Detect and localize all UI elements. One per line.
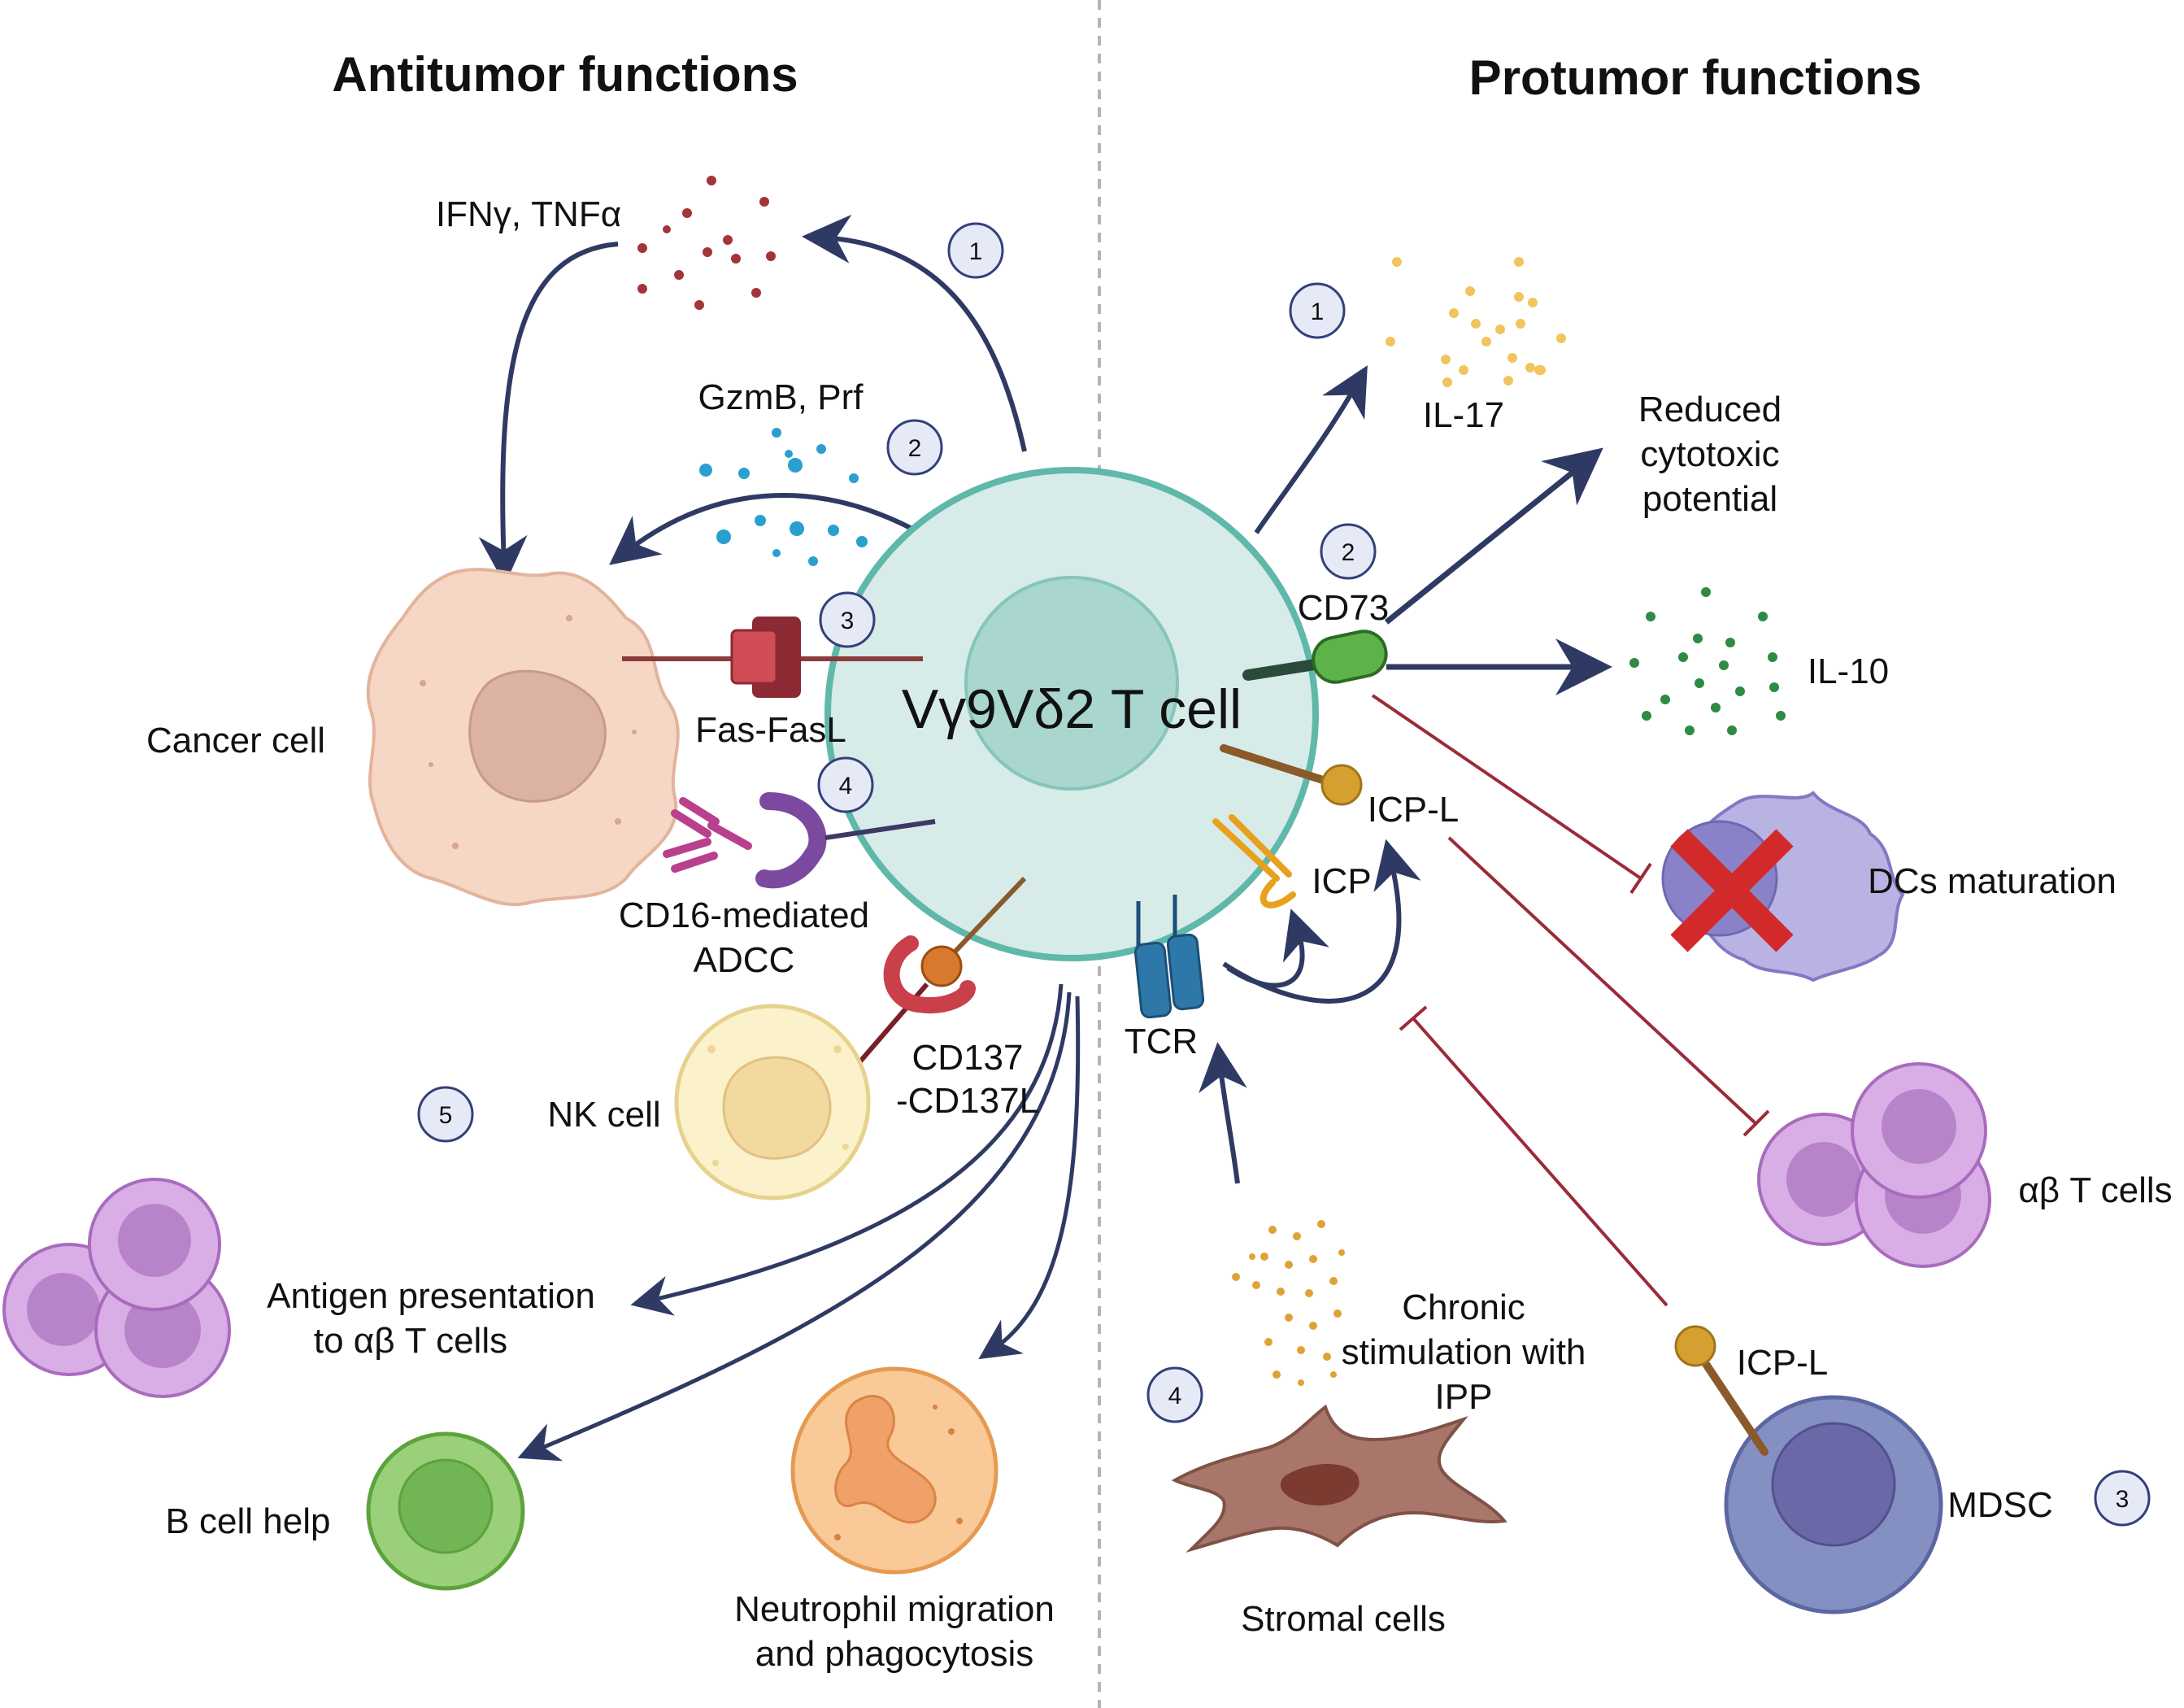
cd16-antibody xyxy=(663,797,752,873)
chronic-label-2: stimulation with xyxy=(1342,1332,1586,1372)
stromal-label: Stromal cells xyxy=(1241,1599,1446,1639)
neutrophil xyxy=(790,1366,998,1575)
tcr-receptor xyxy=(1133,895,1205,1019)
b-cell xyxy=(366,1431,525,1591)
svg-text:3: 3 xyxy=(2116,1486,2130,1513)
antigen-label-2: to αβ T cells xyxy=(314,1321,507,1361)
inhibit-to-dcs xyxy=(1371,694,1652,895)
cd137-label-2: -CD137L xyxy=(896,1081,1039,1121)
cytokine-dots xyxy=(637,176,776,310)
granzymes-label: GzmB, Prf xyxy=(698,377,864,417)
svg-text:4: 4 xyxy=(1168,1383,1182,1410)
stromal-cell xyxy=(1171,1404,1507,1553)
icp-label: ICP xyxy=(1312,861,1371,901)
badge-anti-4: 4 xyxy=(817,756,874,813)
cancer-cell xyxy=(366,568,680,906)
arrow-to-reduced-cytotoxic xyxy=(1384,447,1603,625)
icp-l-top xyxy=(1220,744,1363,806)
arrow-cytokines-to-cancer xyxy=(478,242,619,585)
svg-text:1: 1 xyxy=(1311,298,1325,325)
inhibit-mdsc-to-tcell xyxy=(1399,1005,1668,1307)
arrow-tcr-to-icpl xyxy=(1222,839,1421,1004)
badge-pro-1: 1 xyxy=(1289,282,1346,339)
badge-pro-3: 3 xyxy=(2094,1470,2151,1527)
nk-cell-label: NK cell xyxy=(547,1095,660,1135)
badge-anti-1: 1 xyxy=(947,222,1004,279)
t-cell-label: Vγ9Vδ2 T cell xyxy=(902,678,1242,740)
dcs-label: DCs maturation xyxy=(1868,861,2117,901)
cd16-receptor xyxy=(755,792,936,889)
arrow-to-antigen xyxy=(630,983,1064,1316)
cd73-label: CD73 xyxy=(1298,588,1390,628)
protumor-title: Protumor functions xyxy=(1469,50,1922,105)
ipp-dots xyxy=(1232,1220,1345,1386)
svg-text:2: 2 xyxy=(1342,539,1355,566)
t-cell: Vγ9Vδ2 T cell xyxy=(824,467,1319,961)
icp-l-bottom-label: ICP-L xyxy=(1737,1343,1828,1383)
ab-t-cells-label: αβ T cells xyxy=(2018,1170,2172,1210)
icp-l-bottom xyxy=(1674,1325,1769,1456)
arrow-to-bcell xyxy=(517,991,1072,1462)
arrow-to-cytokines xyxy=(802,214,1027,452)
reduced-label-2: cytotoxic xyxy=(1640,434,1779,474)
adcc-label-2: ADCC xyxy=(694,940,795,980)
neutrophil-label-1: Neutrophil migration xyxy=(734,1589,1055,1629)
cd137-label-1: CD137 xyxy=(912,1038,1024,1078)
tcr-label: TCR xyxy=(1125,1022,1198,1061)
b-cell-label: B cell help xyxy=(165,1501,330,1541)
reduced-label-1: Reduced xyxy=(1638,390,1782,429)
ab-t-cells-left xyxy=(2,1178,231,1398)
chronic-label-1: Chronic xyxy=(1402,1288,1525,1327)
chronic-label-3: IPP xyxy=(1435,1377,1493,1417)
mdsc-label: MDSC xyxy=(1947,1485,2053,1525)
svg-text:5: 5 xyxy=(439,1102,453,1129)
nk-cell xyxy=(674,1004,871,1200)
cross-icon xyxy=(1670,829,1794,952)
fas-fasl-receptor xyxy=(622,617,923,698)
arrow-granzymes-to-cancer xyxy=(609,493,929,565)
neutrophil-label-2: and phagocytosis xyxy=(755,1634,1033,1674)
inhibit-to-ab-t-cells xyxy=(1447,836,1770,1137)
fas-fasl-label: Fas-FasL xyxy=(695,710,846,750)
arrow-stromal-to-tcr xyxy=(1199,1042,1247,1184)
badge-anti-2: 2 xyxy=(886,419,943,476)
svg-text:1: 1 xyxy=(969,238,983,265)
icp-receptor xyxy=(1212,814,1296,908)
reduced-label-3: potential xyxy=(1642,479,1777,519)
il10-label: IL-10 xyxy=(1808,651,1889,691)
badge-pro-4: 4 xyxy=(1146,1366,1203,1423)
badge-pro-2: 2 xyxy=(1320,523,1377,580)
arrow-to-neutrophil xyxy=(978,996,1081,1360)
svg-text:3: 3 xyxy=(841,608,855,634)
antigen-label-1: Antigen presentation xyxy=(267,1276,595,1316)
svg-text:2: 2 xyxy=(908,435,922,462)
il17-dots xyxy=(1386,257,1566,387)
svg-text:4: 4 xyxy=(839,773,853,800)
arrow-to-il17 xyxy=(1254,365,1368,534)
il17-label: IL-17 xyxy=(1423,395,1504,435)
antitumor-title: Antitumor functions xyxy=(332,47,798,102)
arrow-tcr-to-icp xyxy=(1226,908,1329,988)
cancer-cell-label: Cancer cell xyxy=(146,721,325,760)
cd73-receptor xyxy=(1242,630,1388,684)
badge-anti-3: 3 xyxy=(819,591,876,648)
cd137-receptor xyxy=(847,876,1027,1075)
adcc-label-1: CD16-mediated xyxy=(619,895,869,935)
cytokines-label: IFNγ, TNFα xyxy=(436,194,621,234)
il10-dots xyxy=(1629,587,1786,735)
badge-anti-5: 5 xyxy=(417,1086,474,1143)
icp-l-top-label: ICP-L xyxy=(1368,790,1459,830)
mdsc-cell xyxy=(1724,1395,1943,1614)
ab-t-cells-right xyxy=(1757,1062,1991,1268)
granzyme-dots xyxy=(699,428,868,566)
dendritic-cell xyxy=(1661,791,1905,983)
